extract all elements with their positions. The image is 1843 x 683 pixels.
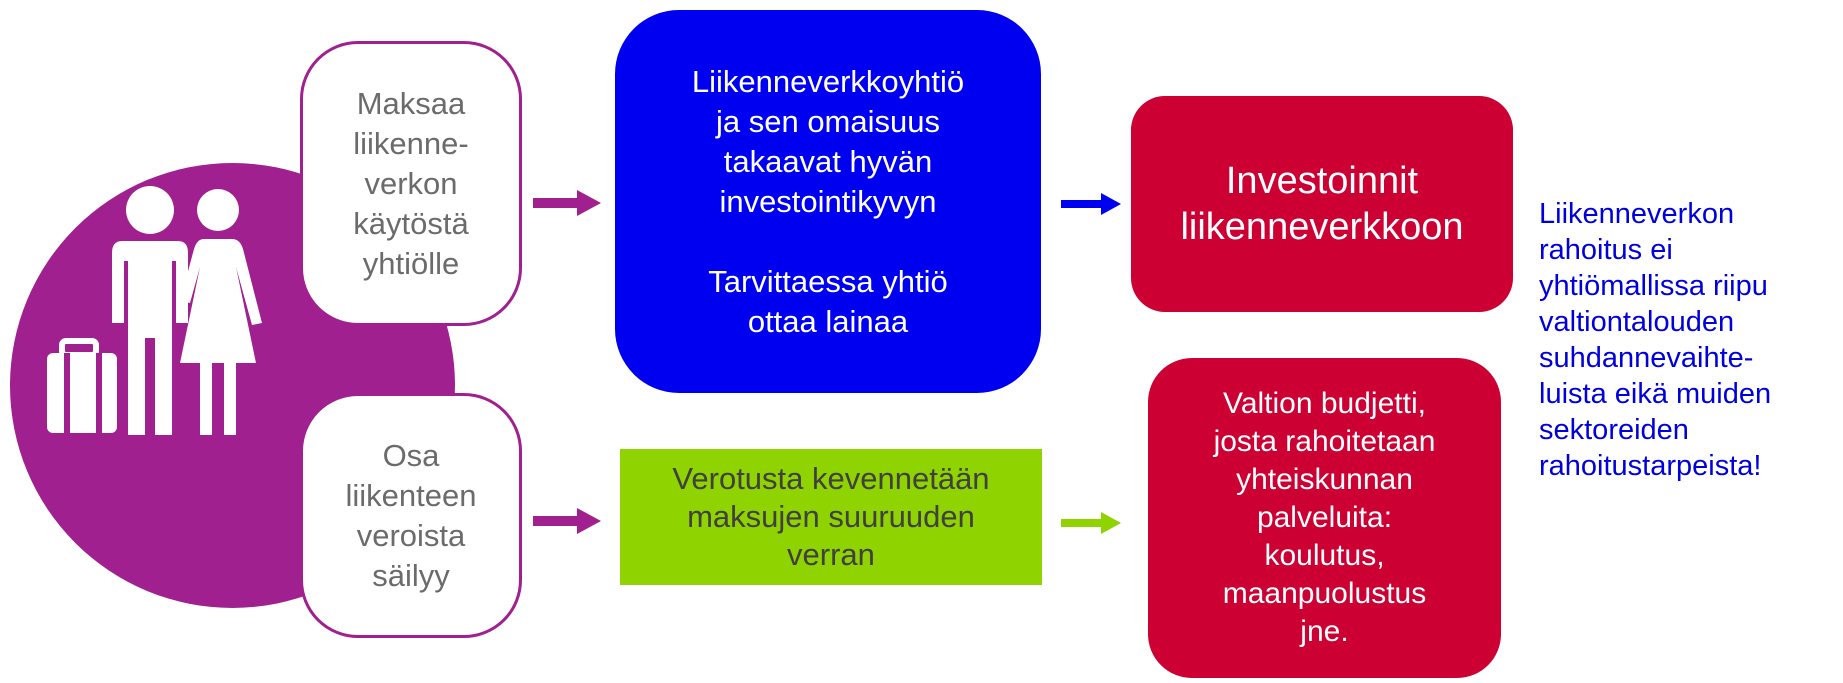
pay-usage-text: Maksaa liikenne- verkon käytöstä yhtiöll… <box>353 85 469 281</box>
investments-box: Investoinnit liikenneverkkoon <box>1131 96 1513 312</box>
state-budget-text: Valtion budjetti, josta rahoitetaan yhte… <box>1213 387 1436 648</box>
tax-relief-text: Verotusta kevennetään maksujen suuruuden… <box>672 461 990 572</box>
arrow-right-icon <box>1061 193 1121 215</box>
pay-usage-box: Maksaa liikenne- verkon käytöstä yhtiöll… <box>300 41 522 326</box>
investments-text: Investoinnit liikenneverkkoon <box>1180 160 1464 248</box>
funding-note: Liikenneverkon rahoitus ei yhtiömallissa… <box>1539 196 1839 484</box>
tax-remains-text: Osa liikenteen veroista säilyy <box>345 437 477 593</box>
tax-relief-box: Verotusta kevennetään maksujen suuruuden… <box>620 449 1042 585</box>
network-company-text: Liikenneverkkoyhtiö ja sen omaisuus taka… <box>691 63 965 339</box>
travelers-icon <box>47 186 262 435</box>
arrow-right-icon <box>1061 512 1121 534</box>
arrow-right-icon <box>533 508 601 534</box>
state-budget-box: Valtion budjetti, josta rahoitetaan yhte… <box>1148 358 1501 678</box>
suitcase-icon <box>47 338 117 433</box>
tax-remains-box: Osa liikenteen veroista säilyy <box>300 393 522 638</box>
arrow-right-icon <box>533 190 601 216</box>
network-company-box: Liikenneverkkoyhtiö ja sen omaisuus taka… <box>615 10 1041 393</box>
funding-note-text: Liikenneverkon rahoitus ei yhtiömallissa… <box>1539 198 1772 482</box>
